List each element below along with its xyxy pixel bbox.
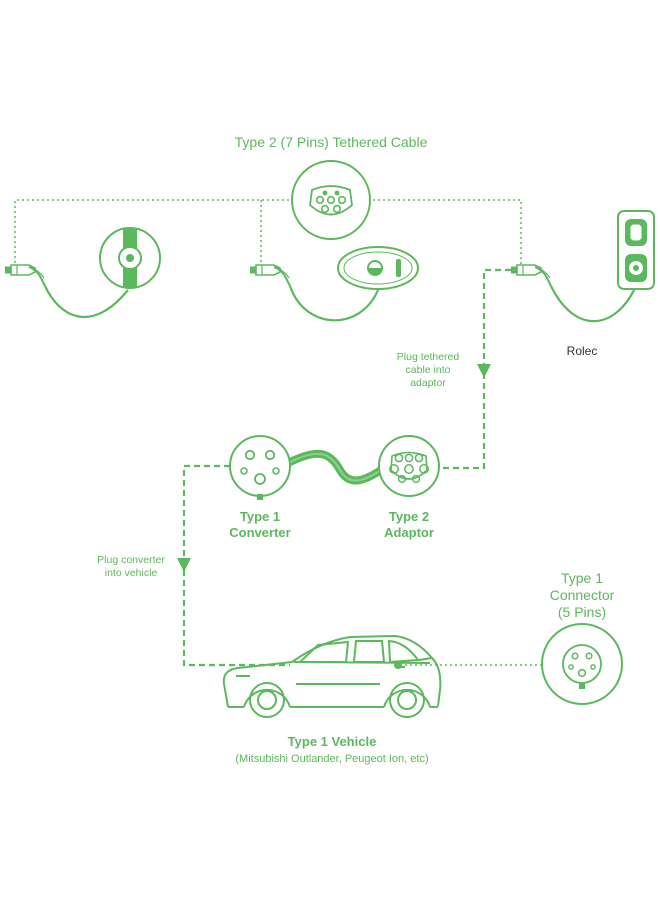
rolec-label: Rolec xyxy=(567,344,598,358)
type1-converter-label-2: Converter xyxy=(229,525,290,540)
type2-adaptor-socket-icon xyxy=(378,435,440,497)
dashed-path-to-adaptor xyxy=(439,268,511,470)
dashed-path-to-vehicle xyxy=(177,464,290,667)
type1-connector-label-2: Connector xyxy=(550,587,615,603)
charger-2-group xyxy=(249,246,419,322)
svg-text:Plug converter: Plug converter xyxy=(97,554,165,566)
vehicle-subtitle: (Mitsubishi Outlander, Peugeot Ion, etc) xyxy=(235,753,428,765)
type1-connector-socket-icon xyxy=(541,623,623,705)
arrow-down-icon xyxy=(477,364,491,378)
suv-car-icon xyxy=(222,634,442,718)
type1-converter-label: Type 1 xyxy=(240,509,280,524)
svg-text:into vehicle: into vehicle xyxy=(105,567,158,579)
rolec-wallbox-icon xyxy=(617,210,655,290)
oval-wallbox-icon xyxy=(337,246,419,290)
svg-text:Plug tethered: Plug tethered xyxy=(397,351,460,363)
type2-socket-top-icon xyxy=(291,160,371,240)
svg-text:adaptor: adaptor xyxy=(410,377,446,389)
tethered-distribution-line xyxy=(14,199,522,268)
type2-plug-icon xyxy=(249,264,291,287)
converter-cable xyxy=(284,449,385,485)
type2-plug-icon xyxy=(510,264,552,287)
charger-1-group xyxy=(4,227,161,319)
plug-tethered-note: Plug tethered cable into adaptor xyxy=(397,351,460,389)
svg-text:cable into: cable into xyxy=(406,364,451,376)
charger-3-group: Rolec xyxy=(510,210,655,358)
tethered-cable-title: Type 2 (7 Pins) Tethered Cable xyxy=(235,134,428,150)
type1-connector-label-3: (5 Pins) xyxy=(558,604,606,620)
vehicle-title: Type 1 Vehicle xyxy=(288,734,377,749)
type2-adaptor-label-2: Adaptor xyxy=(384,525,434,540)
type2-adaptor-label: Type 2 xyxy=(389,509,429,524)
type1-converter-socket-icon xyxy=(229,435,291,500)
plug-converter-note: Plug converter into vehicle xyxy=(97,554,165,579)
type2-plug-icon xyxy=(4,264,46,287)
arrow-down-icon xyxy=(177,558,191,572)
type1-connector-label: Type 1 xyxy=(561,570,603,586)
round-wallbox-icon xyxy=(99,227,161,289)
